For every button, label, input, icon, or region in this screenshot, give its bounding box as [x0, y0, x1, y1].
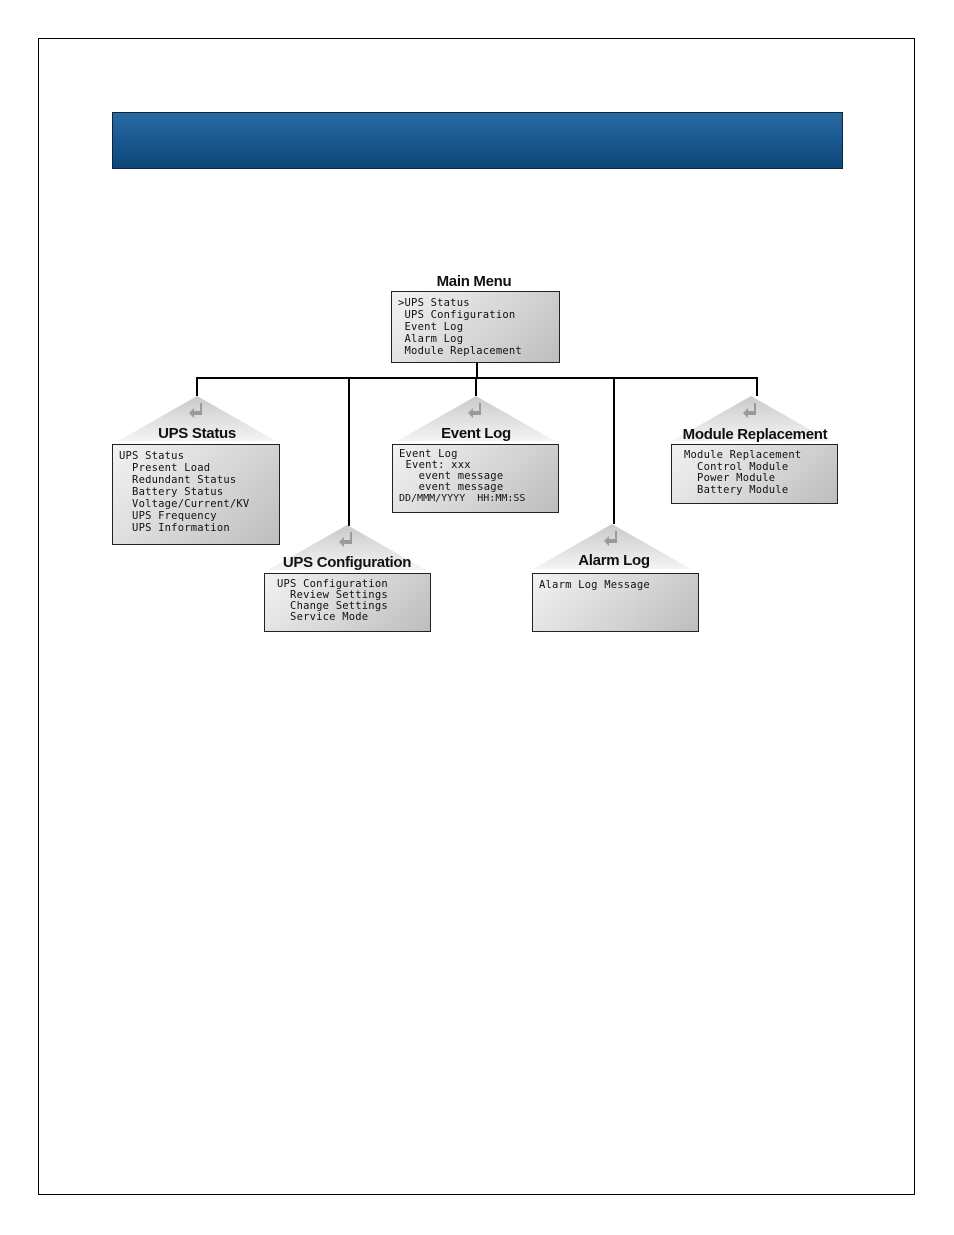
main-menu-title: Main Menu — [436, 273, 512, 290]
pointer-alarm-log — [533, 524, 691, 569]
main-menu-line: Alarm Log — [398, 333, 464, 345]
event-log-line: Event Log — [399, 448, 458, 460]
module-replacement-line: Control Module — [684, 460, 789, 473]
event-log-line: DD/MMM/YYYY HH:MM:SS — [399, 493, 526, 504]
event-log-title: Event Log — [441, 425, 511, 442]
enter-arrow-icon — [468, 403, 481, 418]
ups-configuration-lcd: UPS Configuration Review Settings Change… — [264, 573, 431, 632]
event-log-line: event message — [399, 470, 504, 482]
module-replacement-line: Module Replacement — [684, 449, 802, 461]
main-menu-line: UPS Configuration — [398, 309, 516, 321]
event-log-line: event message — [399, 481, 504, 493]
ups-status-line: Battery Status — [119, 486, 224, 498]
ups-status-line: Voltage/Current/KV — [119, 498, 250, 510]
pointer-module-replacement — [672, 396, 830, 441]
pointer-event-log — [397, 396, 555, 441]
enter-arrow-icon — [339, 532, 352, 547]
ups-status-line: UPS Information — [119, 522, 230, 534]
ups-status-line: UPS Status — [119, 450, 185, 462]
ups-status-lcd: UPS Status Present Load Redundant Status… — [112, 444, 280, 545]
ups-status-title: UPS Status — [158, 425, 236, 442]
module-replacement-title: Module Replacement — [682, 426, 828, 443]
section-header-bar — [112, 112, 843, 169]
module-replacement-line: Power Module — [684, 472, 776, 484]
ups-configuration-line: Change Settings — [277, 600, 388, 612]
main-menu-line: Event Log — [398, 321, 464, 333]
event-log-lcd: Event Log Event: xxx event message event… — [392, 444, 559, 513]
alarm-log-line: Alarm Log Message — [539, 579, 650, 591]
menu-tree-connectors — [118, 363, 830, 570]
event-log-line: Event: xxx — [399, 459, 471, 471]
pointer-ups-configuration — [268, 525, 426, 570]
alarm-log-lcd: Alarm Log Message — [532, 573, 699, 632]
enter-arrow-icon — [604, 531, 617, 546]
main-menu-line: >UPS Status — [398, 297, 470, 309]
ups-configuration-line: UPS Configuration — [277, 578, 388, 590]
ups-configuration-line: Review Settings — [277, 589, 388, 601]
pointer-ups-status — [118, 396, 276, 441]
ups-configuration-line: Service Mode — [277, 611, 369, 623]
ups-status-line: Redundant Status — [119, 474, 237, 486]
enter-arrow-icon — [189, 403, 202, 418]
alarm-log-title: Alarm Log — [578, 552, 650, 569]
main-menu-lcd: >UPS Status UPS Configuration Event Log … — [391, 291, 560, 363]
ups-status-line: Present Load — [119, 462, 211, 474]
ups-configuration-title: UPS Configuration — [282, 554, 412, 571]
enter-arrow-icon — [743, 403, 756, 418]
module-replacement-line: Battery Module — [684, 483, 789, 496]
ups-status-line: UPS Frequency — [119, 510, 217, 522]
module-replacement-lcd: Module Replacement Control Module Power … — [671, 444, 838, 504]
main-menu-line: Module Replacement — [398, 345, 522, 357]
page-border — [38, 38, 915, 1195]
